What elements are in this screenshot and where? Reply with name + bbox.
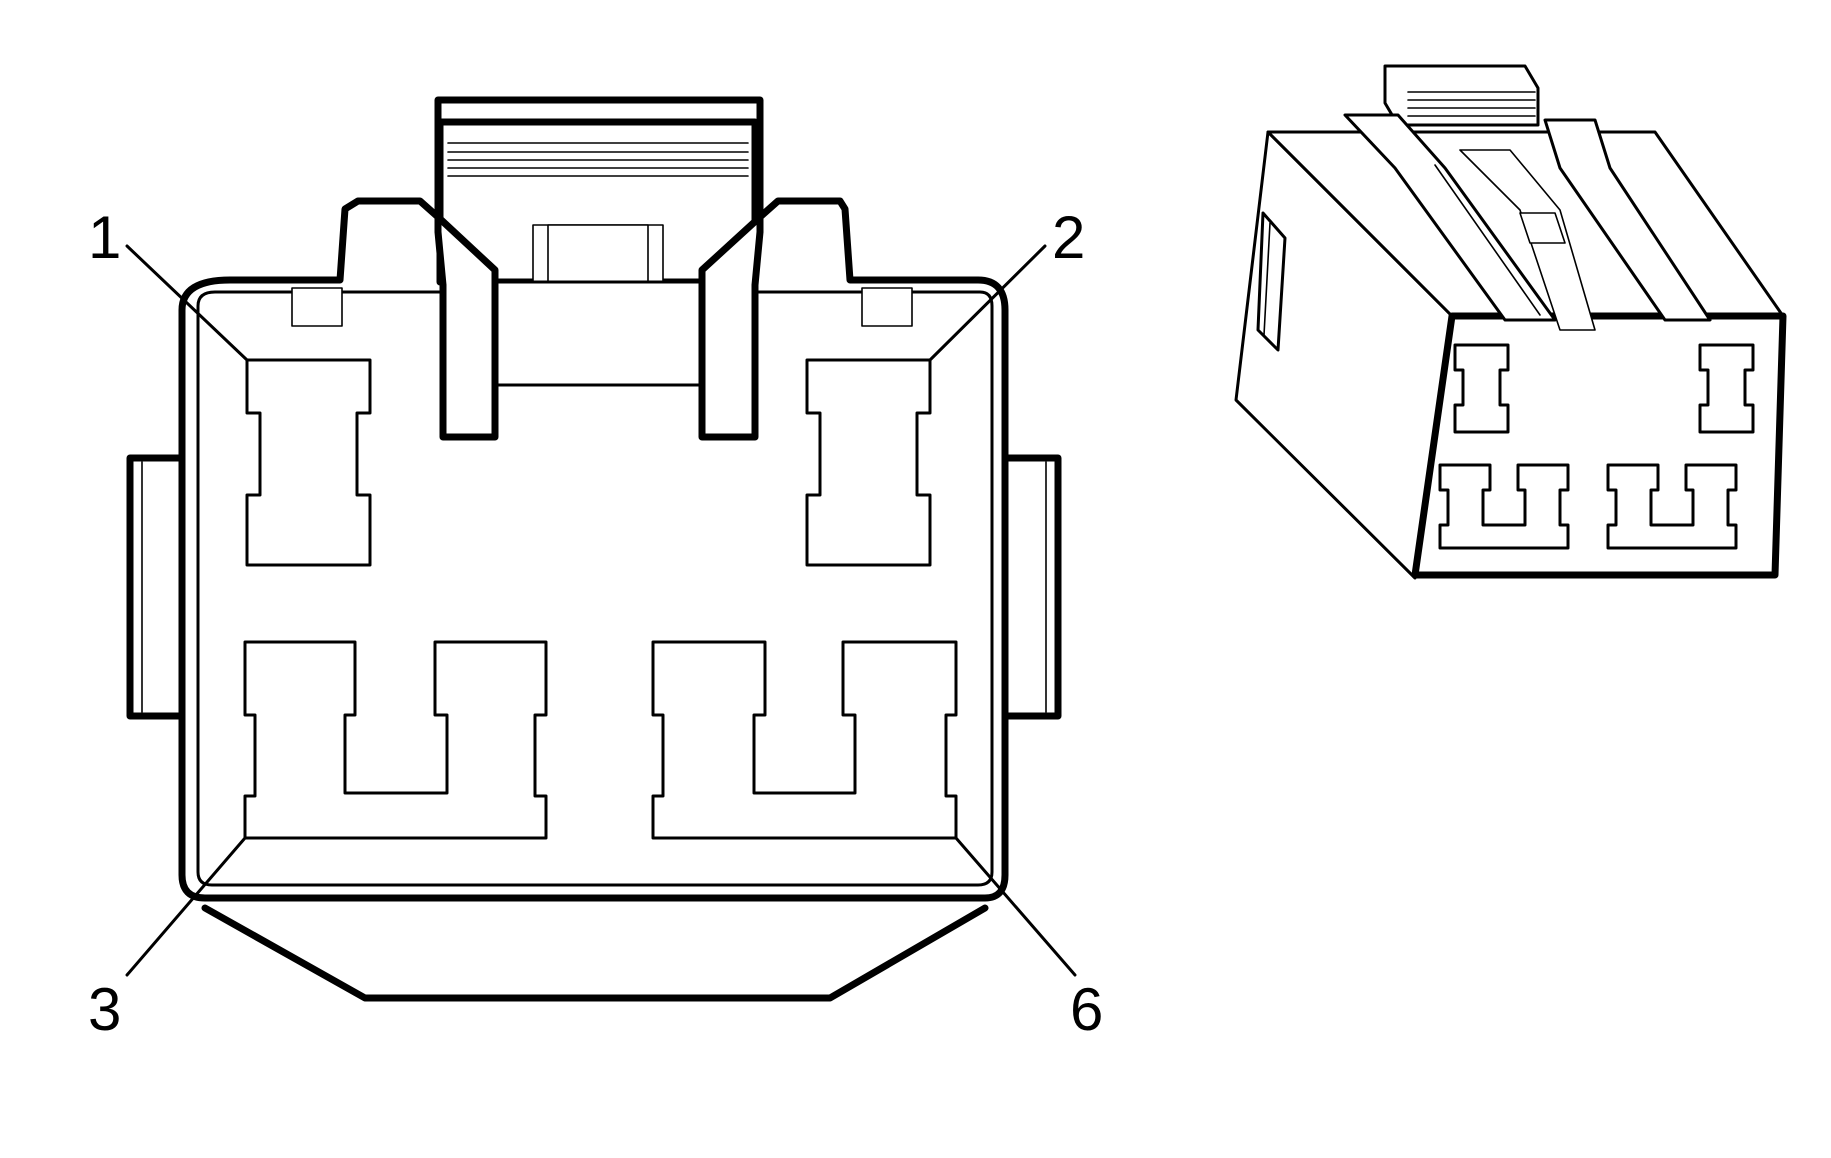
right-key-notch [861, 287, 913, 327]
iso-cavity-pin-2 [1698, 343, 1755, 434]
terminal-cavity-pin-6 [651, 640, 958, 840]
terminal-cavity-pin-3 [243, 640, 548, 840]
leader-line-pin-6 [954, 836, 1077, 977]
left-key-notch [291, 287, 343, 327]
right-side-latch [1001, 454, 1062, 720]
bottom-skirt [201, 904, 989, 1002]
iso-cavity-pin-6 [1606, 463, 1738, 550]
iso-top-locking-tab [1383, 64, 1540, 127]
iso-top-rails [1343, 113, 1712, 331]
top-locking-tab [436, 118, 759, 387]
connector-front-view: 1 2 3 6 [88, 96, 1103, 1043]
leader-line-pin-2 [928, 244, 1047, 362]
pin-label-1: 1 [88, 204, 121, 271]
pin-label-6: 6 [1070, 976, 1103, 1043]
leader-line-pin-1 [125, 244, 249, 362]
iso-cavity-pin-3 [1438, 463, 1570, 550]
left-side-latch [126, 454, 189, 720]
right-lock-arm [698, 213, 764, 441]
connector-isometric-view [1234, 64, 1787, 580]
leader-line-pin-3 [125, 836, 247, 977]
pin-label-3: 3 [88, 976, 121, 1043]
left-lock-arm [434, 213, 499, 441]
iso-cavity-pin-1 [1453, 343, 1510, 434]
pin-label-2: 2 [1052, 204, 1085, 271]
terminal-cavity-pin-1 [245, 358, 372, 567]
iso-side-latch [1256, 211, 1287, 352]
terminal-cavity-pin-2 [805, 358, 932, 567]
